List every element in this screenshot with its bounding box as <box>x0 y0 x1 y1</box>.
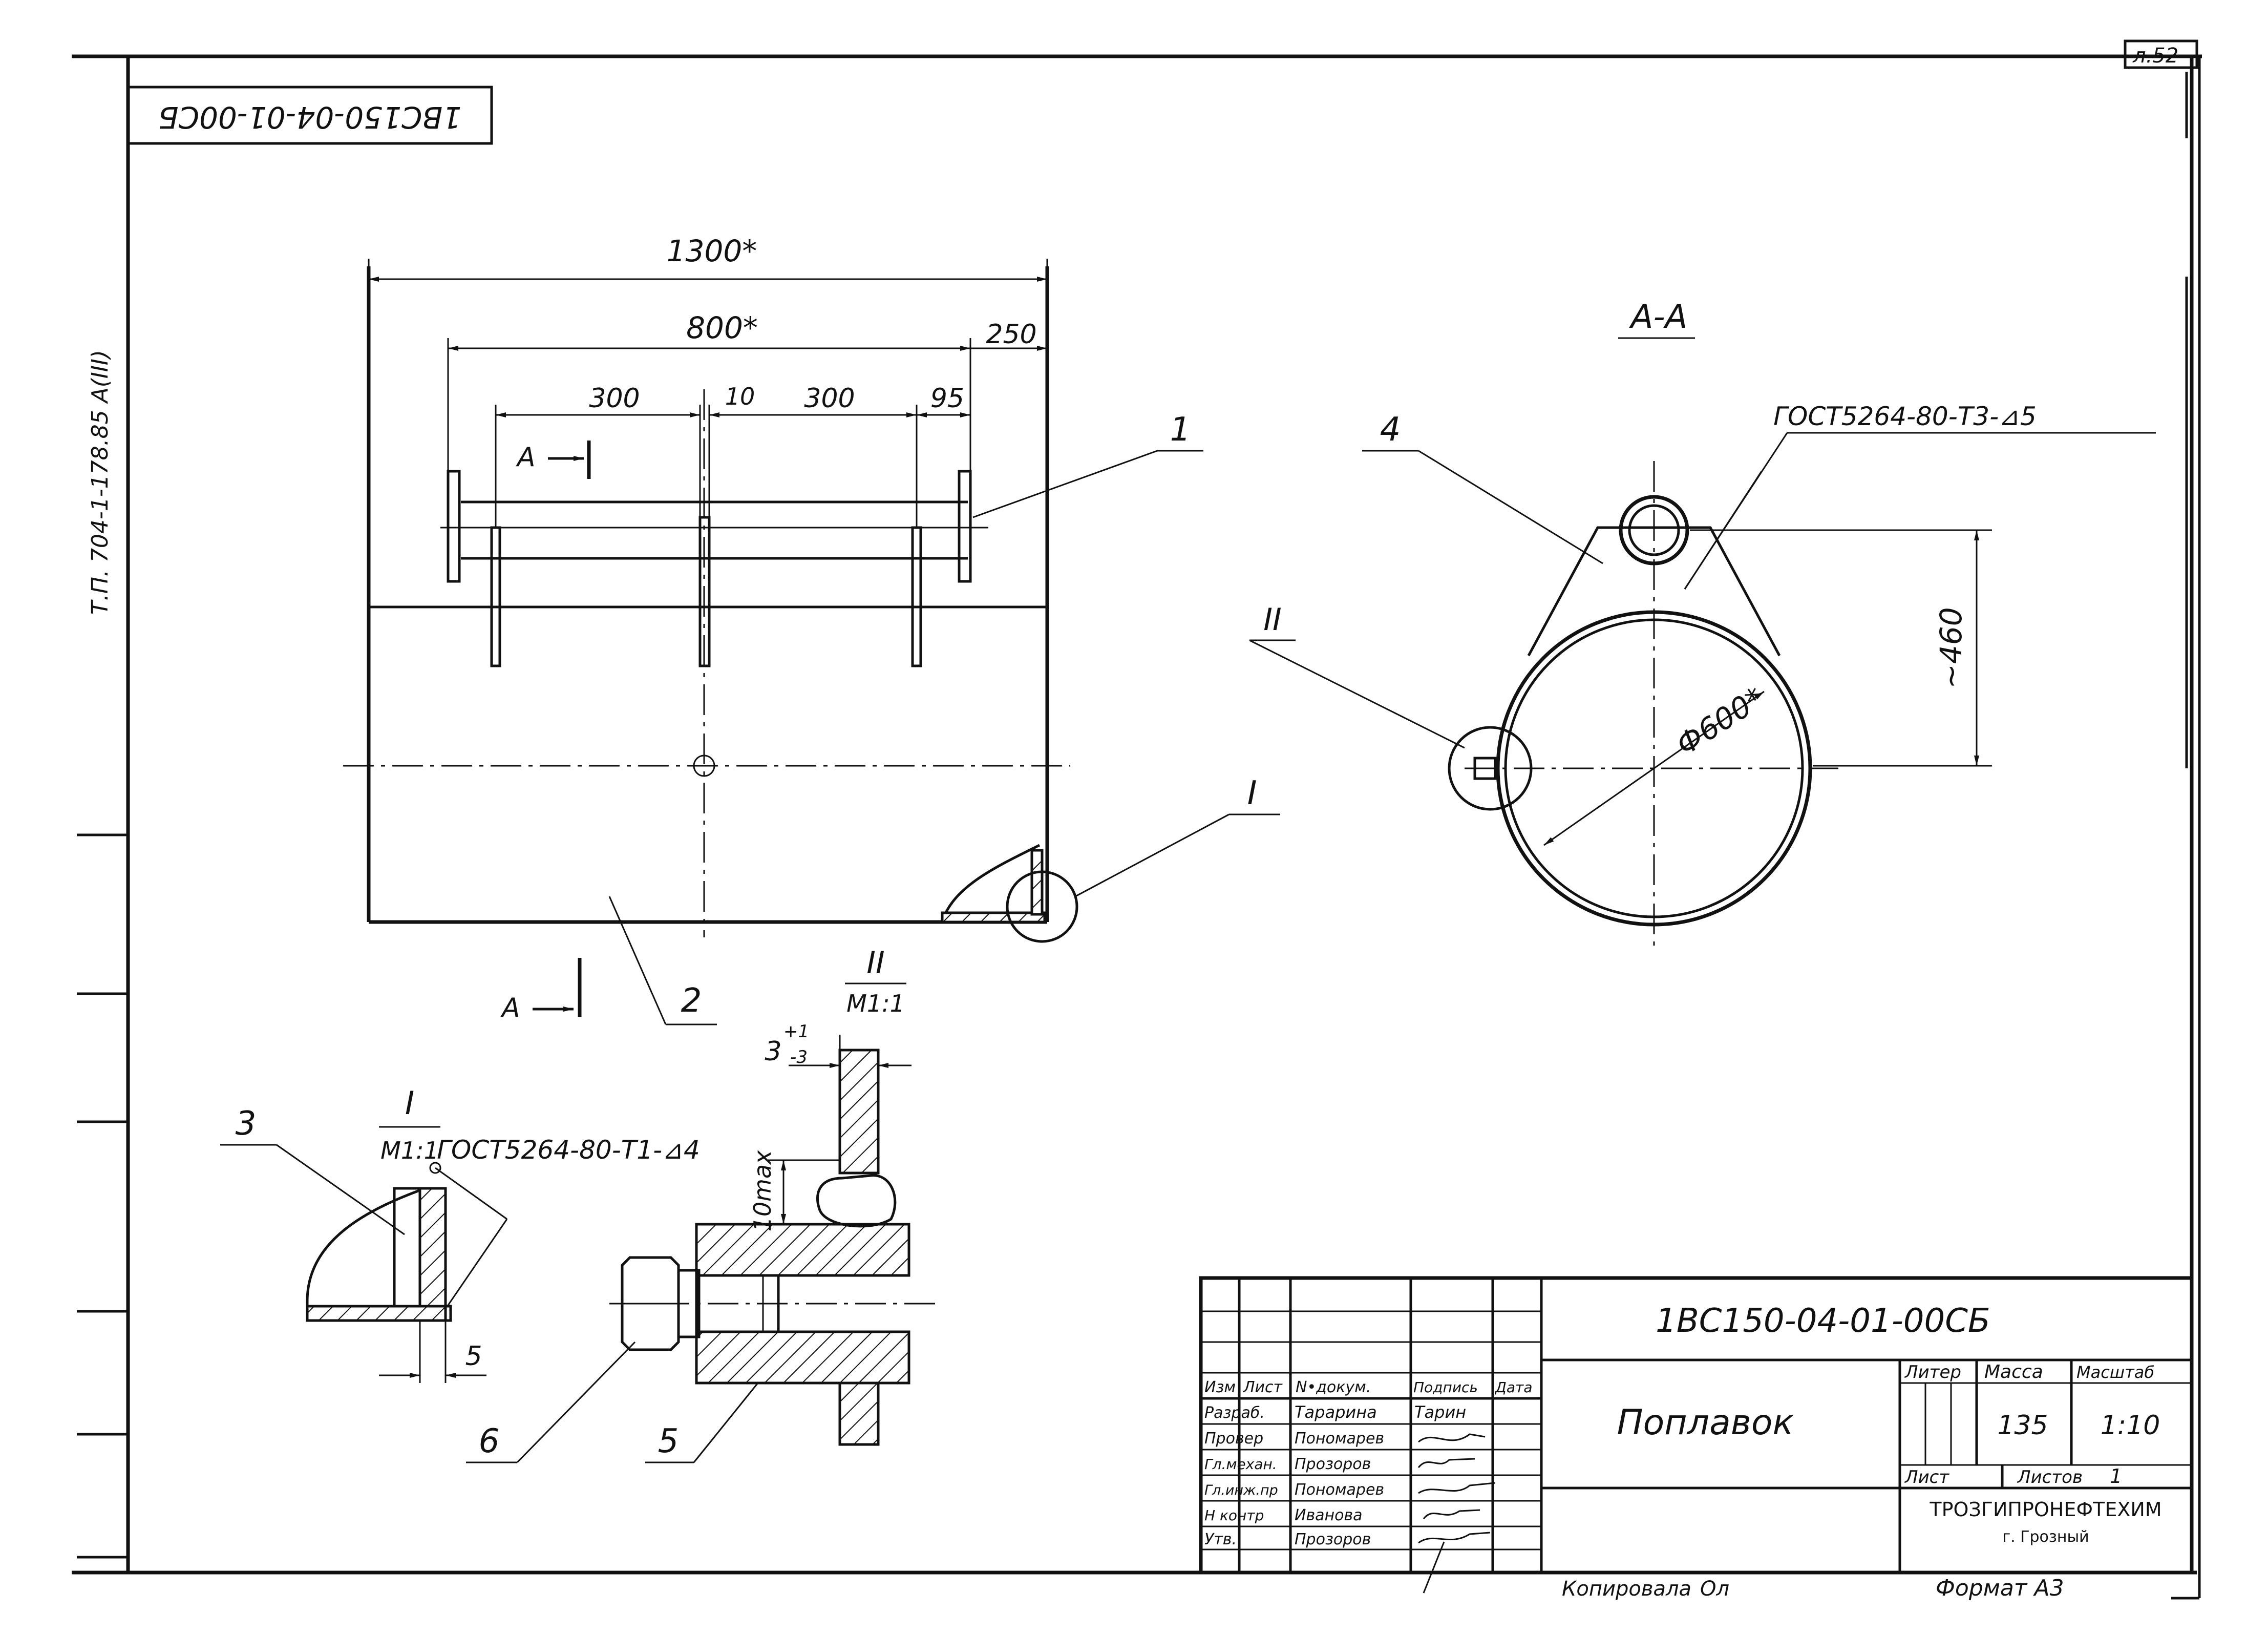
staff-name: Иванова <box>1295 1506 1363 1524</box>
staff-row: Разраб. Тарарина Тарин <box>1204 1402 1466 1422</box>
sheet-number: л.52 <box>2132 44 2178 68</box>
detail-1-view: I М1:1 ГОСТ5264-80-Т1-⊿4 5 3 <box>220 1084 700 1383</box>
copied-by-label: Копировала <box>1562 1577 1691 1601</box>
staff-role: Гл.инж.пр <box>1204 1482 1278 1498</box>
callout-label-5: 5 <box>658 1422 679 1460</box>
sheet-number-box: л.52 <box>2124 39 2198 69</box>
callout-label-1: 1 <box>1170 411 1191 449</box>
dim-95: 95 <box>930 383 964 414</box>
callout-I: I <box>1075 774 1280 897</box>
section-letter-bottom: А <box>500 993 520 1023</box>
detail-2-dim-10max: 10max <box>749 1150 776 1232</box>
detail-1-dim-5: 5 <box>465 1341 482 1372</box>
staff-role: Провер <box>1204 1430 1263 1448</box>
detail-1-scale: М1:1 <box>380 1137 439 1164</box>
detail-2-scale: М1:1 <box>846 990 905 1017</box>
drawing-frame <box>72 54 2202 1600</box>
hdr-list: Лист <box>1243 1378 1283 1396</box>
staff-row: Н контр Иванова <box>1204 1506 1480 1524</box>
section-mark-bottom: А <box>500 958 582 1023</box>
detail-1-title: I <box>405 1084 414 1122</box>
callout-label-I: I <box>1247 774 1257 812</box>
main-view: А А 1300* 800* 250 <box>343 234 1280 1025</box>
rotated-code-box: 1ВС150-04-01-00СБ <box>126 86 493 145</box>
detail-2-tol-up: +1 <box>783 1021 809 1042</box>
hdr-liter: Литер <box>1904 1362 1961 1382</box>
callout-2: 2 <box>608 896 717 1025</box>
dim-800: 800* <box>686 310 758 345</box>
staff-row: Гл.механ. Прозоров <box>1204 1455 1475 1473</box>
staff-role: Гл.механ. <box>1204 1456 1277 1473</box>
detail-2-dim-gap: 3 <box>765 1036 781 1067</box>
staff-row: Утв. Прозоров <box>1204 1531 1491 1548</box>
dimension-spans: 300 10 300 95 <box>495 383 970 528</box>
dimension-overall: 1300* <box>368 234 1048 287</box>
dimension-inner: 800* 250 <box>447 310 1047 471</box>
hdr-scale: Масштаб <box>2076 1363 2154 1382</box>
staff-role: Н контр <box>1204 1507 1264 1524</box>
title-block-name: Поплавок <box>1617 1402 1793 1443</box>
staff-role: Утв. <box>1204 1531 1237 1548</box>
callout-label-6: 6 <box>479 1422 500 1460</box>
rotated-document-code: 1ВС150-04-01-00СБ <box>158 100 461 135</box>
staff-name: Прозоров <box>1295 1531 1371 1548</box>
dim-10: 10 <box>725 383 755 410</box>
staff-row: Провер Пономарев <box>1204 1430 1486 1448</box>
staff-name: Прозоров <box>1295 1455 1371 1473</box>
callout-label-II: II <box>1263 602 1281 638</box>
staff-sign: Тарин <box>1414 1402 1466 1422</box>
hdr-date: Дата <box>1494 1379 1533 1396</box>
scale-value: 1:10 <box>2101 1410 2160 1441</box>
title-block-code: 1ВС150-04-01-00СБ <box>1656 1302 1990 1340</box>
staff-name: Пономарев <box>1295 1430 1384 1448</box>
copied-by-sign: Ол <box>1700 1577 1729 1601</box>
section-weld-note: ГОСТ5264-80-Т3-⊿5 <box>1773 402 2037 431</box>
section-aa-view: А-А ~460 Ф600* ГОСТ5264-80-Т3-⊿5 4 <box>1249 298 2156 948</box>
callout-label-3: 3 <box>236 1105 257 1143</box>
detail-1-weld-note: ГОСТ5264-80-Т1-⊿4 <box>437 1135 700 1165</box>
sheet-label: Лист <box>1904 1467 1949 1488</box>
sheets-label: Листов <box>2017 1467 2083 1488</box>
detail-2-title: II <box>866 945 884 981</box>
section-mark-top: А <box>516 441 591 479</box>
callout-1: 1 <box>972 411 1203 518</box>
hdr-mass: Масса <box>1984 1361 2043 1382</box>
dim-300-right: 300 <box>804 383 855 414</box>
detail-2-tol-down: -3 <box>790 1047 808 1067</box>
side-note: Т.П. 704-1-178.85 А(III) <box>87 350 113 615</box>
detail-2-view: II М1:1 3 +1 -3 10max 6 <box>466 945 937 1463</box>
hdr-izm: Изм <box>1204 1378 1236 1396</box>
org-name: ТРОЗГИПРОНЕФТЕХИМ <box>1929 1498 2161 1521</box>
sheet-format: Формат А3 <box>1936 1575 2064 1601</box>
staff-role: Разраб. <box>1204 1404 1265 1422</box>
staff-name: Пономарев <box>1295 1481 1384 1499</box>
mass-value: 135 <box>1997 1410 2048 1441</box>
dim-250: 250 <box>986 319 1036 350</box>
staff-row: Гл.инж.пр Пономарев <box>1204 1481 1496 1499</box>
dim-diameter-600: Ф600* <box>1670 680 1770 762</box>
callout-label-4: 4 <box>1380 411 1401 449</box>
sheets-value: 1 <box>2110 1465 2122 1488</box>
staff-name: Тарарина <box>1295 1402 1377 1422</box>
org-city: г. Грозный <box>2002 1528 2089 1546</box>
section-aa-title: А-А <box>1629 298 1688 336</box>
hdr-sign: Подпись <box>1413 1379 1478 1396</box>
section-letter-top: А <box>516 442 536 473</box>
title-block: 1ВС150-04-01-00СБ Поплавок Изм Лист N•до… <box>1199 1276 2194 1594</box>
hdr-doc: N•докум. <box>1296 1378 1371 1396</box>
dim-1300: 1300* <box>667 234 757 268</box>
dim-300-left: 300 <box>589 383 640 414</box>
callout-label-2: 2 <box>681 982 702 1020</box>
dim-460: ~460 <box>1934 607 1968 688</box>
